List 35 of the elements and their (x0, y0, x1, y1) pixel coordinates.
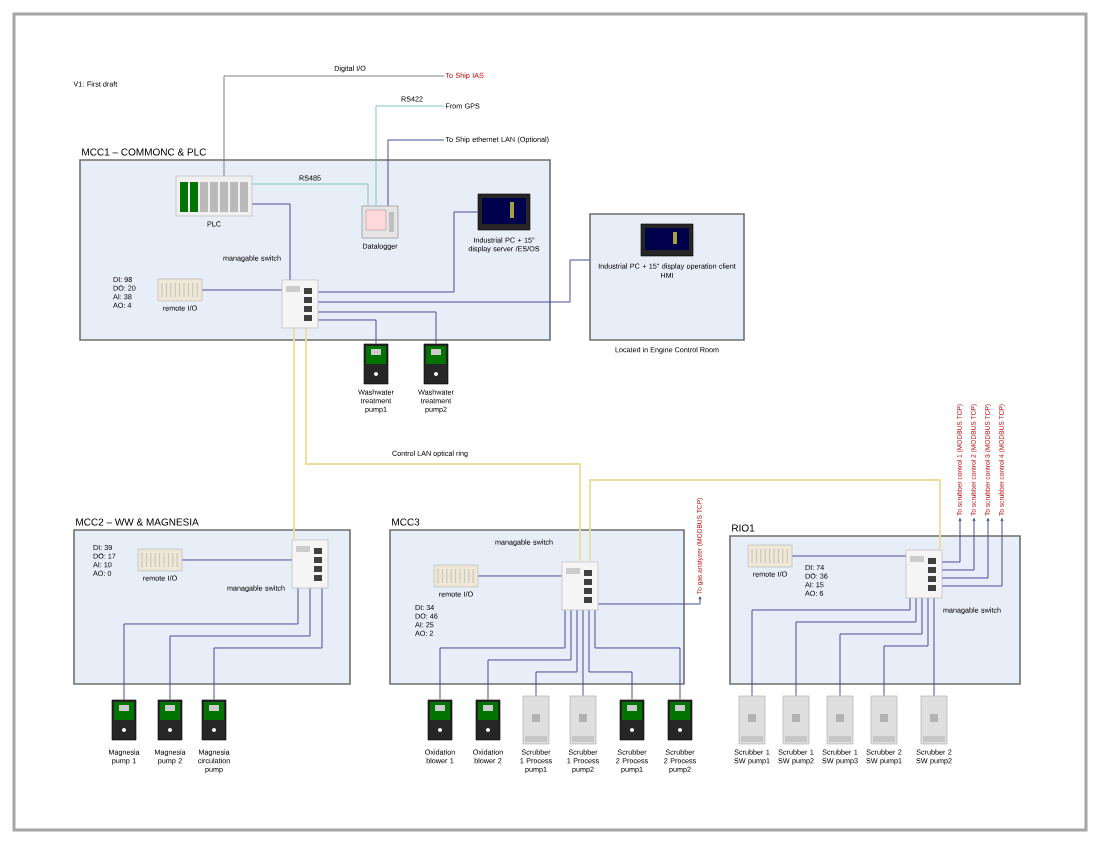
cable (933, 597, 935, 697)
cable (883, 597, 929, 697)
cable (305, 327, 581, 563)
cable (387, 139, 445, 207)
cable (317, 311, 437, 345)
arrow (941, 517, 1004, 587)
cable (201, 289, 283, 291)
cable (439, 609, 566, 701)
cable (589, 479, 941, 563)
cable (317, 211, 479, 293)
cable (223, 75, 445, 177)
arrow (941, 517, 990, 579)
arrow (941, 517, 976, 571)
cable (477, 575, 563, 577)
cable (293, 327, 295, 541)
cable (588, 609, 633, 701)
cable (169, 587, 311, 701)
cable (251, 183, 369, 207)
cable (751, 597, 911, 697)
cable (251, 203, 291, 281)
cable (795, 597, 917, 697)
cable (594, 609, 681, 701)
cable (375, 105, 445, 207)
cable (123, 587, 299, 701)
cable (582, 609, 584, 697)
arrow (597, 596, 702, 605)
cable (181, 559, 293, 561)
cable (791, 555, 907, 557)
cable (213, 587, 323, 701)
arrow (941, 517, 962, 563)
cable (839, 597, 923, 697)
cable (535, 609, 578, 697)
cable (317, 259, 590, 303)
cable (487, 609, 572, 701)
cable (317, 319, 377, 345)
